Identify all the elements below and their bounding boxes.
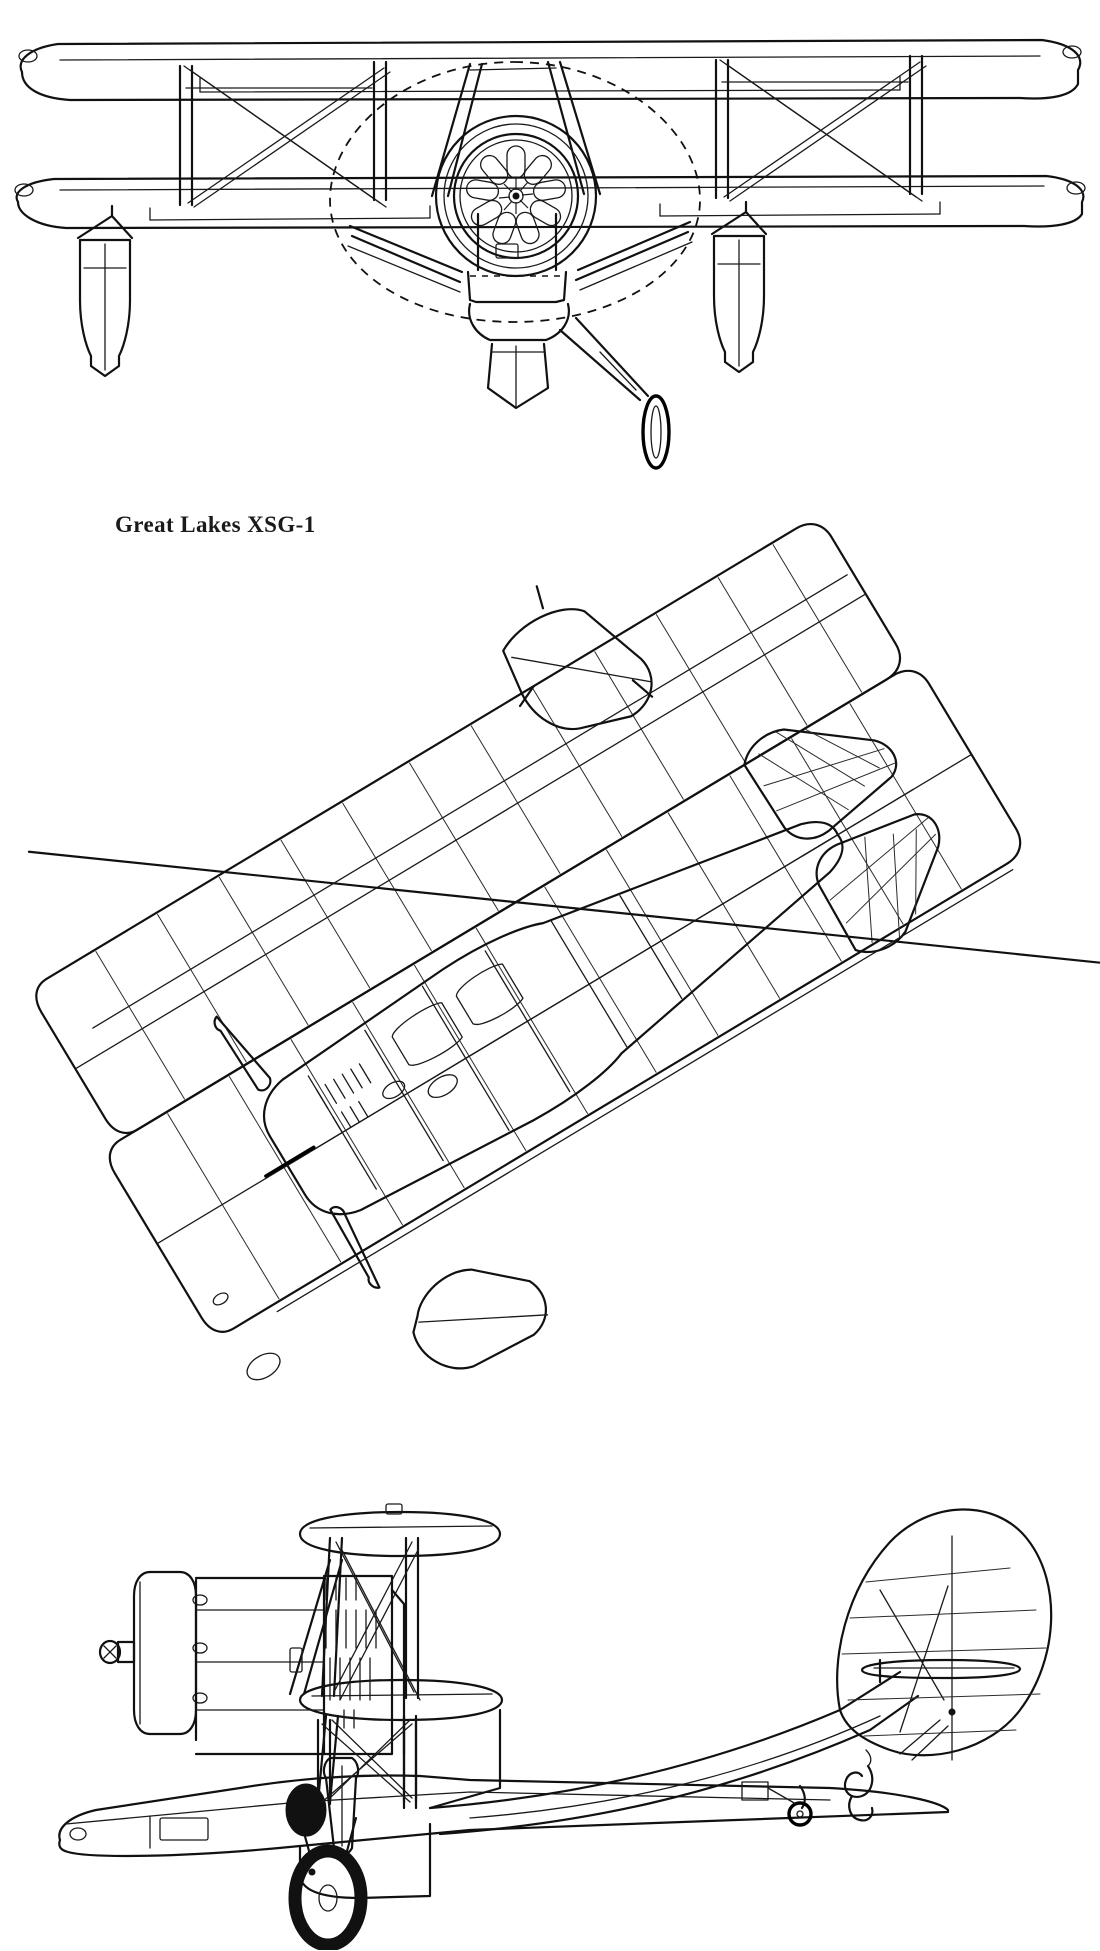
plan-port-float (502, 585, 654, 731)
front-hull (466, 212, 570, 410)
tail-wheel (741, 1781, 813, 1827)
side-forward-fuselage (194, 1574, 406, 1756)
front-port-wingtip-float (76, 204, 134, 378)
propeller-disc-outline (329, 61, 701, 323)
cooling-louvres (325, 1577, 377, 1729)
side-upper-wing (298, 1503, 502, 1558)
plan-lower-wing (108, 669, 1022, 1333)
plan-starboard-float (412, 1268, 549, 1370)
plan-tailplane (743, 728, 941, 954)
front-port-bay-bracing (178, 60, 391, 208)
arrestor-hook (843, 1749, 874, 1822)
plan-view (27, 523, 1100, 1381)
front-starboard-bay-bracing (714, 54, 927, 202)
front-upper-wing (18, 38, 1082, 102)
side-view (58, 1503, 1053, 1950)
front-lower-wing (14, 174, 1086, 230)
radial-engine (434, 114, 598, 278)
side-lower-wing (298, 1678, 504, 1722)
side-propeller (98, 1639, 136, 1665)
drawing-caption: Great Lakes XSG-1 (115, 512, 316, 537)
side-fin-rudder (836, 1508, 1053, 1761)
side-rear-fuselage (428, 1670, 920, 1836)
side-hull (58, 1774, 950, 1900)
side-under-hull-propeller (285, 1756, 360, 1856)
front-view (14, 38, 1086, 470)
front-main-wheel (558, 316, 671, 470)
side-engine-cowl (98, 1570, 208, 1742)
side-main-wheel (288, 1816, 368, 1950)
front-starboard-wingtip-float (710, 200, 768, 374)
plan-propeller (213, 1015, 381, 1289)
plan-upper-wing (35, 523, 902, 1134)
front-hull-wing-struts (347, 220, 693, 293)
plan-exhaust-stack (264, 1145, 316, 1178)
side-wing-hull-struts (316, 1708, 502, 1810)
plan-reference-line (27, 850, 1100, 966)
side-upper-struts (288, 1536, 421, 1701)
engine-cylinders (465, 145, 567, 245)
